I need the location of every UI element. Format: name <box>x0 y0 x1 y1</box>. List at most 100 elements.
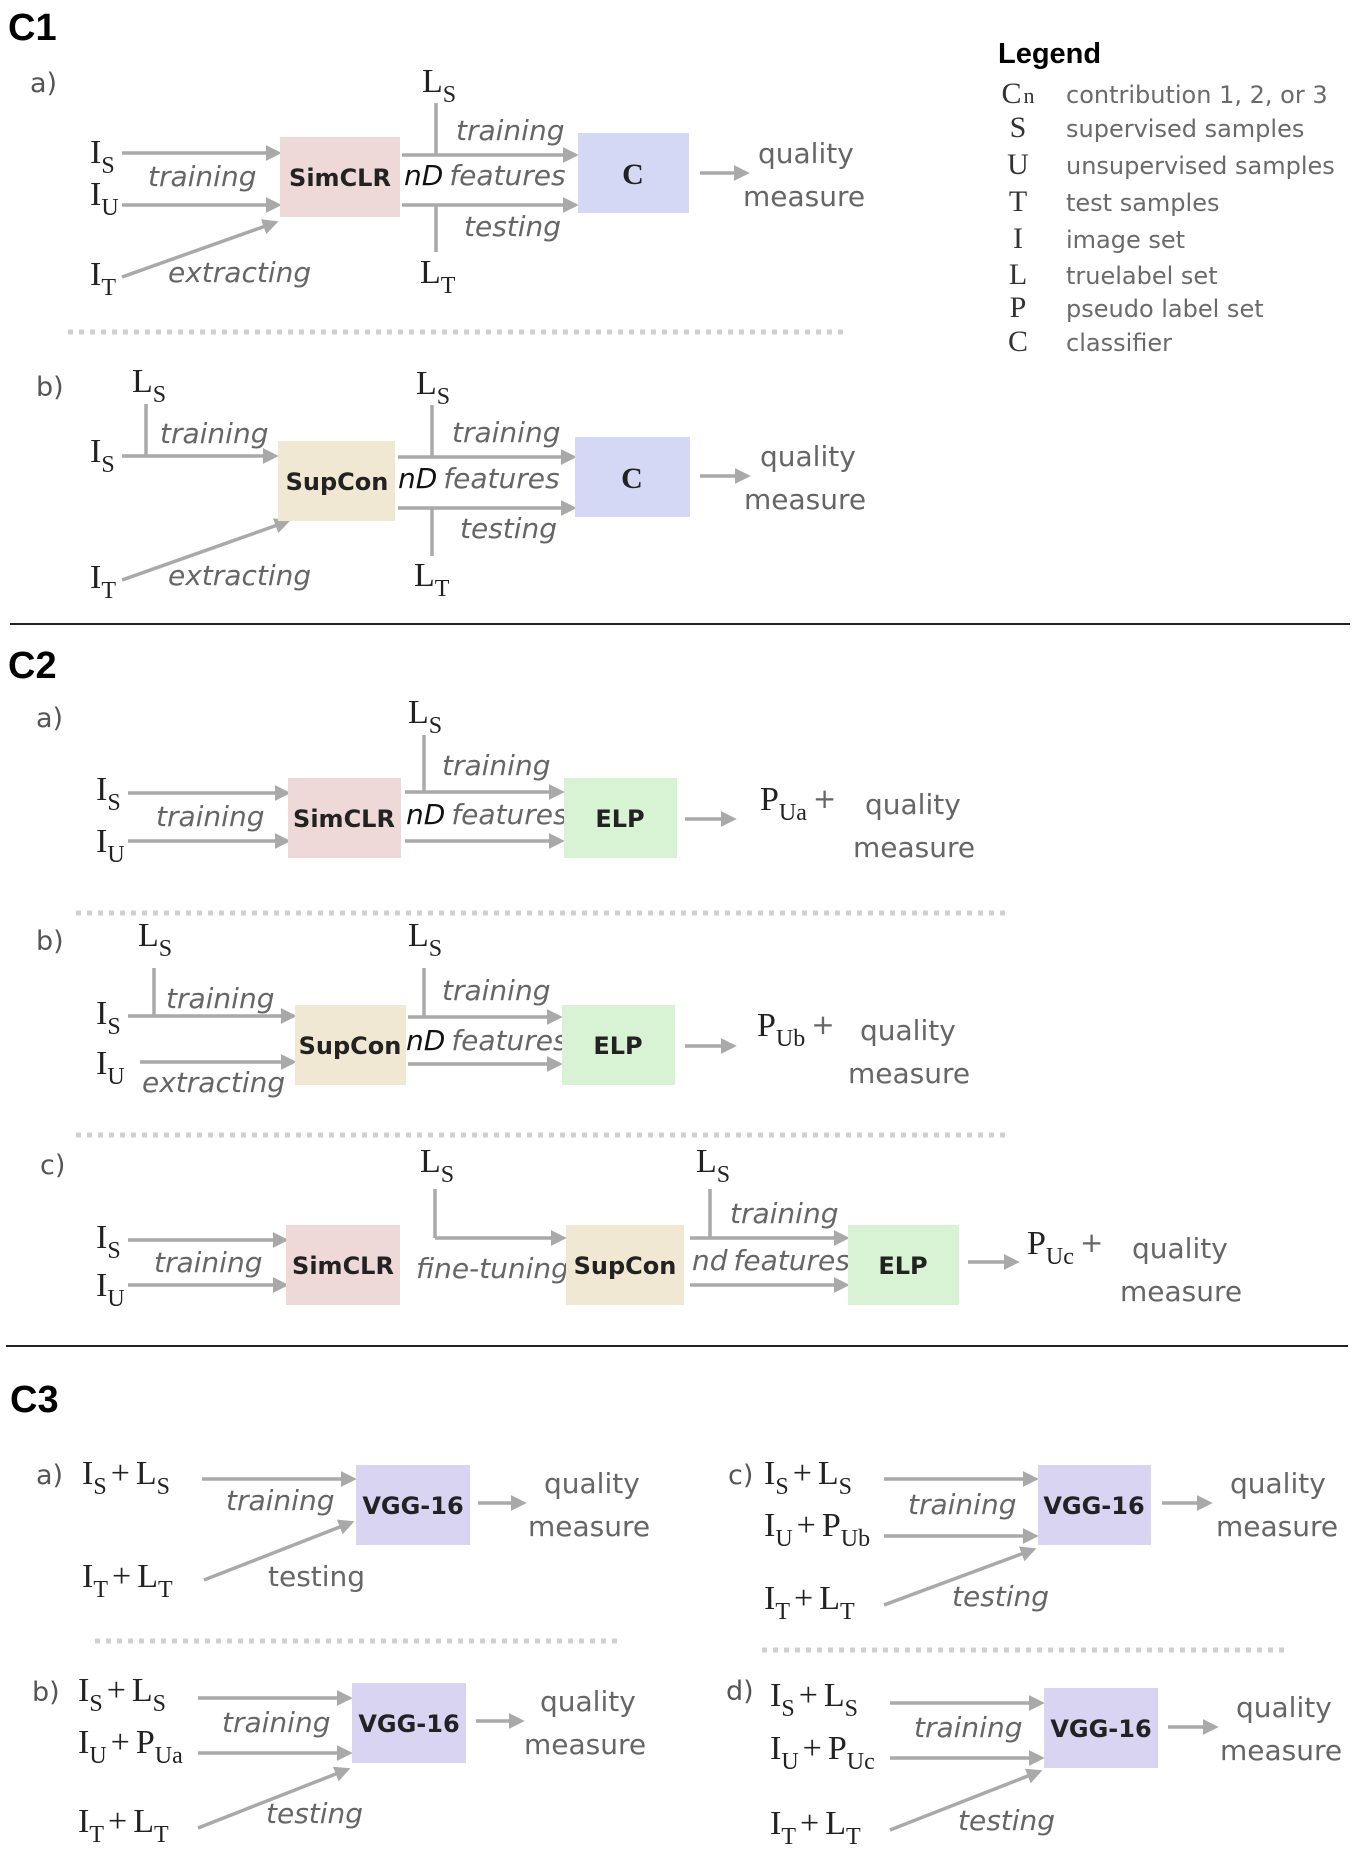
panel-label: a) <box>30 68 57 99</box>
arrow <box>197 1766 351 1830</box>
output-quality: quality <box>860 1014 956 1047</box>
edge-label-training: training <box>166 982 274 1015</box>
output-quality: quality <box>1132 1232 1228 1265</box>
input-it-lt: IT+LT <box>764 1580 855 1625</box>
edge-label-testing: testing <box>952 1580 1049 1613</box>
output-quality: quality <box>758 137 854 170</box>
edge-label-training: training <box>456 114 564 147</box>
classifier-label: C <box>621 462 643 495</box>
input-i-u: IU <box>90 176 119 221</box>
edge-label-training: training <box>730 1197 838 1230</box>
c3-panel-c: c) IS+LS IU+PUb IT+LT training testing V… <box>728 1455 1338 1625</box>
legend-symbol: P <box>1010 291 1027 324</box>
legend-description: supervised samples <box>1066 115 1304 143</box>
supcon-box <box>278 441 395 521</box>
elp-label: ELP <box>595 805 644 833</box>
panel-label: c) <box>40 1150 65 1181</box>
elp-box <box>564 778 677 858</box>
elp-box <box>848 1225 959 1305</box>
input-is-ls: IS+LS <box>82 1455 170 1500</box>
input-i-s: IS <box>96 995 121 1040</box>
panel-label: c) <box>728 1460 753 1491</box>
input-iu-pua: IU+PUa <box>78 1724 183 1769</box>
output-pseudo-labels: PUa+ <box>760 781 836 826</box>
edge-label-training: training <box>914 1711 1022 1744</box>
output-quality: quality <box>1230 1467 1326 1500</box>
output-measure: measure <box>1216 1510 1338 1543</box>
elp-label: ELP <box>593 1032 642 1060</box>
input-is-ls: IS+LS <box>78 1672 166 1717</box>
panel-label: a) <box>36 1460 63 1491</box>
legend-description: unsupervised samples <box>1066 152 1335 180</box>
legend-symbol: T <box>1009 185 1027 218</box>
input-i-s: IS <box>96 771 121 816</box>
arrow <box>883 1546 1037 1607</box>
arrow <box>121 219 279 279</box>
c1-panel-a: a) IS IU IT training extracting SimCLR L… <box>30 63 865 301</box>
input-is-ls: IS+LS <box>770 1677 858 1722</box>
edge-label-testing: testing <box>460 512 557 545</box>
edge-label-fine-tuning: fine-tuning <box>416 1252 569 1285</box>
label-l-s: LS <box>408 917 442 962</box>
input-i-u: IU <box>96 1045 125 1090</box>
c2-panel-c: c) IS IU training SimCLR LS fine-tuning … <box>40 1143 1242 1312</box>
c3-panel-b: b) IS+LS IU+PUa IT+LT training testing V… <box>32 1672 646 1848</box>
output-measure: measure <box>744 483 866 516</box>
label-l-s: LS <box>416 365 450 410</box>
edge-label-training: training <box>160 417 268 450</box>
classifier-box <box>575 437 690 517</box>
input-iu-pub: IU+PUb <box>764 1507 870 1552</box>
edge-label-testing: testing <box>268 1560 365 1593</box>
supcon-box <box>295 1005 406 1085</box>
c3-panel-d: d) IS+LS IU+PUc IT+LT training testing V… <box>726 1676 1342 1850</box>
panel-label: a) <box>36 703 63 734</box>
edge-label-extracting: extracting <box>142 1066 285 1099</box>
input-i-u: IU <box>96 823 125 868</box>
vgg16-label: VGG-16 <box>1050 1715 1151 1743</box>
legend-symbol: C <box>1008 325 1028 358</box>
legend-description: test samples <box>1066 189 1219 217</box>
label-l-t: LT <box>420 254 456 299</box>
elp-label: ELP <box>878 1252 927 1280</box>
output-quality: quality <box>865 788 961 821</box>
input-i-s: IS <box>90 134 115 179</box>
elp-box <box>562 1005 675 1085</box>
legend-description: classifier <box>1066 329 1172 357</box>
edge-label-testing: testing <box>266 1797 363 1830</box>
simclr-label: SimCLR <box>293 805 395 833</box>
supcon-box <box>566 1225 684 1305</box>
classifier-box <box>578 133 689 213</box>
edge-label-training: training <box>452 416 560 449</box>
legend-description: truelabel set <box>1066 262 1218 290</box>
edge-label-training: training <box>442 749 550 782</box>
simclr-box <box>288 778 401 858</box>
vgg16-box <box>352 1683 466 1763</box>
output-measure: measure <box>1220 1734 1342 1767</box>
legend-symbol: Cn <box>1001 77 1034 110</box>
c3-panel-a: a) IS+LS IT+LT training testing VGG-16 q… <box>36 1455 650 1603</box>
output-measure: measure <box>743 180 865 213</box>
label-l-s: LS <box>696 1143 730 1188</box>
edge-label-testing: testing <box>464 210 561 243</box>
simclr-box <box>286 1225 400 1305</box>
input-is-ls: IS+LS <box>764 1455 852 1500</box>
c2-panel-b: b) LS training IS IU extracting SupCon L… <box>36 917 970 1099</box>
panel-label: b) <box>36 926 64 957</box>
supcon-label: SupCon <box>574 1252 677 1280</box>
input-it-lt: IT+LT <box>82 1558 173 1603</box>
edge-label-training: training <box>908 1488 1016 1521</box>
simclr-box <box>280 137 400 217</box>
label-l-t: LT <box>414 557 450 602</box>
output-quality: quality <box>540 1685 636 1718</box>
label-l-s: LS <box>408 694 442 739</box>
label-l-s: LS <box>422 63 456 108</box>
edge-label-training: training <box>442 974 550 1007</box>
edge-label-extracting: extracting <box>168 256 311 289</box>
output-quality: quality <box>544 1467 640 1500</box>
edge-label-training: training <box>222 1706 330 1739</box>
